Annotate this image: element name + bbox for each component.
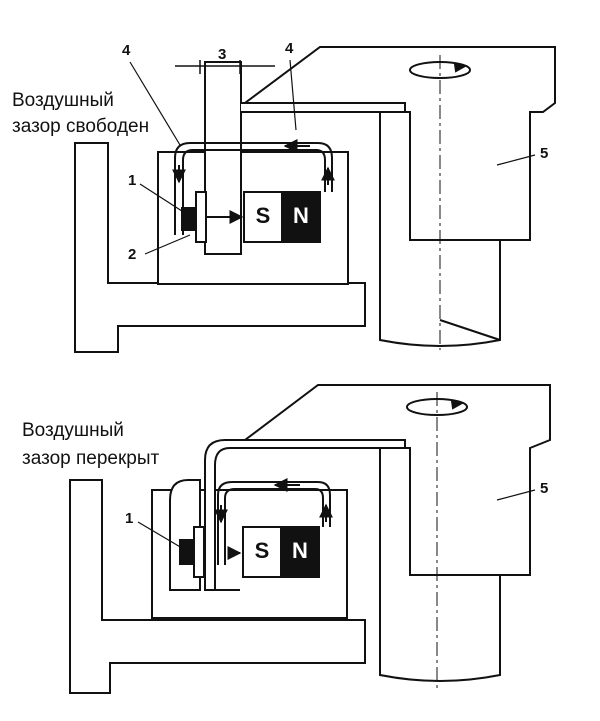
bottom-diagram [69,384,551,694]
top-field-loop [174,142,333,235]
bottom-shutter-blade [204,439,406,591]
top-pole-n: N [293,203,309,228]
top-base-bracket [74,142,366,353]
top-rotor-arm [241,102,406,113]
top-field-loop-inner [182,149,326,235]
top-label-1: 1 [128,172,137,189]
bottom-pole-n: N [292,538,308,563]
top-leader-4b [289,59,297,131]
bottom-rotation-arrow [450,399,465,410]
bottom-caption-line1: Воздушный [22,420,124,441]
bottom-leader-1 [137,521,183,549]
bottom-pole-s: S [254,538,270,563]
top-label-4b: 4 [285,40,294,57]
top-label-2: 2 [128,246,137,263]
top-label-4a: 4 [122,42,131,59]
top-leader-2 [144,234,191,255]
top-magnet-s [243,191,283,243]
top-rotation-arrow [453,62,468,73]
top-magnet-n [281,191,321,243]
top-caption-line2: зазор свободен [12,116,150,137]
top-leader-5 [496,154,536,166]
bottom-caption-line2: зазор перекрыт [22,448,160,469]
top-label-3: 3 [218,46,227,63]
bottom-magnet-n [280,526,320,578]
top-sensor-plate [195,191,207,243]
bottom-label-5: 5 [540,480,549,497]
bottom-leader-5 [496,489,536,501]
top-pole-s: S [255,203,271,228]
bottom-base-bracket [69,479,366,694]
top-shutter-blade [204,61,242,255]
top-shaft-end [439,319,501,341]
top-leader-1 [139,183,186,214]
top-diagram [74,46,556,353]
top-leader-4a [129,61,181,146]
top-caption-line1: Воздушный [12,90,114,111]
top-label-5: 5 [540,145,549,162]
bottom-sensor-plate [193,526,205,578]
bottom-label-1: 1 [125,510,134,527]
